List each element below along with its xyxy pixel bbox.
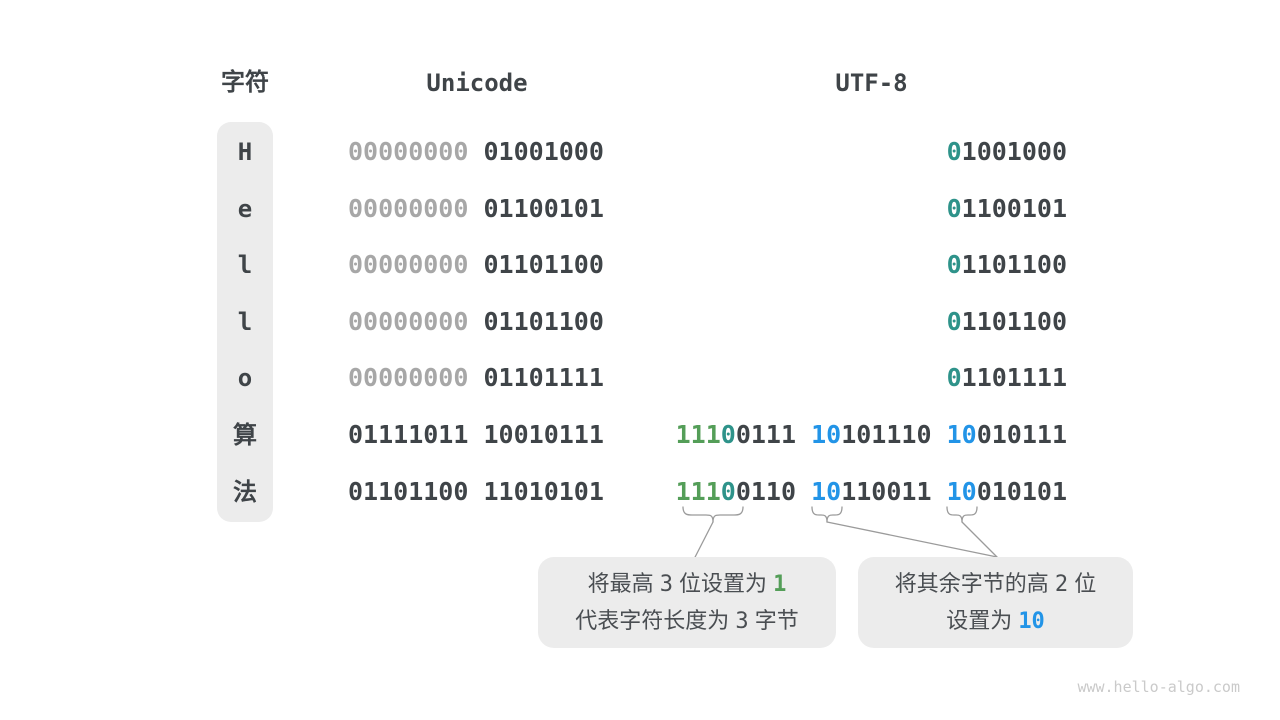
char-cell: o (237, 364, 253, 392)
bit-segment: 10010111 (483, 420, 604, 449)
utf8-cell: 01101111 (947, 361, 1067, 395)
bit-segment: 0 (946, 194, 962, 223)
bit-segment: 0 (946, 363, 962, 392)
bit-segment: 01101100 (483, 307, 604, 336)
char-column-pill (217, 122, 273, 522)
bit-segment: 将其余字节的高 (894, 570, 1055, 596)
bit-segment: 代表字符长度为 (575, 607, 736, 633)
bit-segment: 10 (946, 420, 977, 449)
bit-segment: 10 (811, 477, 842, 506)
bit-segment: 1100101 (961, 194, 1067, 223)
bit-segment: 将最高 (587, 570, 660, 596)
utf8-cell: 01101100 (947, 305, 1067, 339)
connector-line-mid (826, 521, 998, 558)
callout-line: 将最高 3 位设置为 1 (588, 566, 787, 603)
char-cell: l (237, 251, 253, 279)
unicode-cell: 00000000 01101100 (348, 305, 604, 339)
bit-segment: 0 (946, 250, 962, 279)
bit-segment: 00000000 (348, 363, 469, 392)
callout-line: 设置为 10 (946, 603, 1045, 640)
char-cell: 算 (233, 421, 257, 449)
underbrace-lead-byte (682, 506, 744, 523)
bit-segment: 0110 (735, 477, 797, 506)
bit-segment: 3 (659, 571, 673, 597)
unicode-cell: 00000000 01101100 (348, 248, 604, 282)
bit-segment: 00000000 (348, 194, 469, 223)
unicode-cell: 00000000 01101111 (348, 361, 604, 395)
callout-line: 代表字符长度为 3 字节 (575, 603, 799, 640)
char-cell: l (237, 308, 253, 336)
bit-segment: 01101111 (483, 363, 604, 392)
bit-segment: 字节 (748, 607, 799, 633)
bit-segment: 01001000 (483, 137, 604, 166)
column-header-char: 字符 (221, 69, 269, 96)
bit-segment: 01101100 (483, 250, 604, 279)
bit-segment: 010111 (976, 420, 1067, 449)
utf8-cell: 11100110 10110011 10010101 (676, 475, 1067, 509)
bit-segment: 10 (811, 420, 842, 449)
char-cell: 法 (233, 478, 257, 506)
unicode-cell: 01101100 11010101 (348, 475, 604, 509)
unicode-cell: 00000000 01100101 (348, 192, 604, 226)
bit-segment: 设置为 (946, 607, 1019, 633)
bit-segment: 3 (735, 608, 749, 634)
bit-segment: 00000000 (348, 307, 469, 336)
utf8-cell: 01101100 (947, 248, 1067, 282)
bit-segment: 0 (720, 477, 736, 506)
bit-segment: 00000000 (348, 137, 469, 166)
bit-segment: 0 (720, 420, 736, 449)
column-header-utf8: UTF-8 (835, 69, 908, 97)
bit-segment: 010101 (976, 477, 1067, 506)
bit-segment: 11010101 (483, 477, 604, 506)
bit-segment: 位 (1068, 570, 1097, 596)
bit-segment: 1001000 (961, 137, 1067, 166)
bit-segment: 111 (675, 477, 721, 506)
bit-segment: 位设置为 (672, 570, 774, 596)
underbrace-cont-byte-2 (811, 506, 843, 523)
utf8-cell: 01001000 (947, 135, 1067, 169)
callout-continuation-bits: 将其余字节的高 2 位设置为 10 (858, 557, 1133, 648)
bit-segment: 10 (1018, 608, 1045, 634)
bit-segment: 101110 (841, 420, 932, 449)
bit-segment: 110011 (841, 477, 932, 506)
bit-segment: 111 (675, 420, 721, 449)
bit-segment: 1101111 (961, 363, 1067, 392)
unicode-cell: 00000000 01001000 (348, 135, 604, 169)
unicode-cell: 01111011 10010111 (348, 418, 604, 452)
utf8-cell: 11100111 10101110 10010111 (676, 418, 1067, 452)
watermark: www.hello-algo.com (1077, 678, 1240, 696)
bit-segment: 10 (946, 477, 977, 506)
connector-line-right (961, 521, 998, 558)
bit-segment: 1101100 (961, 307, 1067, 336)
column-header-unicode: Unicode (426, 69, 528, 97)
char-cell: H (237, 138, 253, 166)
bit-segment: 2 (1054, 571, 1069, 597)
bit-segment: 00000000 (348, 250, 469, 279)
utf8-cell: 01100101 (947, 192, 1067, 226)
char-cell: e (237, 195, 253, 223)
underbrace-cont-byte-3 (946, 506, 978, 523)
bit-segment: 01111011 (348, 420, 469, 449)
bit-segment: 1101100 (961, 250, 1067, 279)
bit-segment: 1 (773, 571, 787, 597)
bit-segment: 01101100 (348, 477, 469, 506)
bit-segment: 0 (946, 307, 962, 336)
callout-line: 将其余字节的高 2 位 (895, 566, 1097, 603)
bit-segment: 0111 (735, 420, 797, 449)
bit-segment: 01100101 (483, 194, 604, 223)
bit-segment: 0 (946, 137, 962, 166)
